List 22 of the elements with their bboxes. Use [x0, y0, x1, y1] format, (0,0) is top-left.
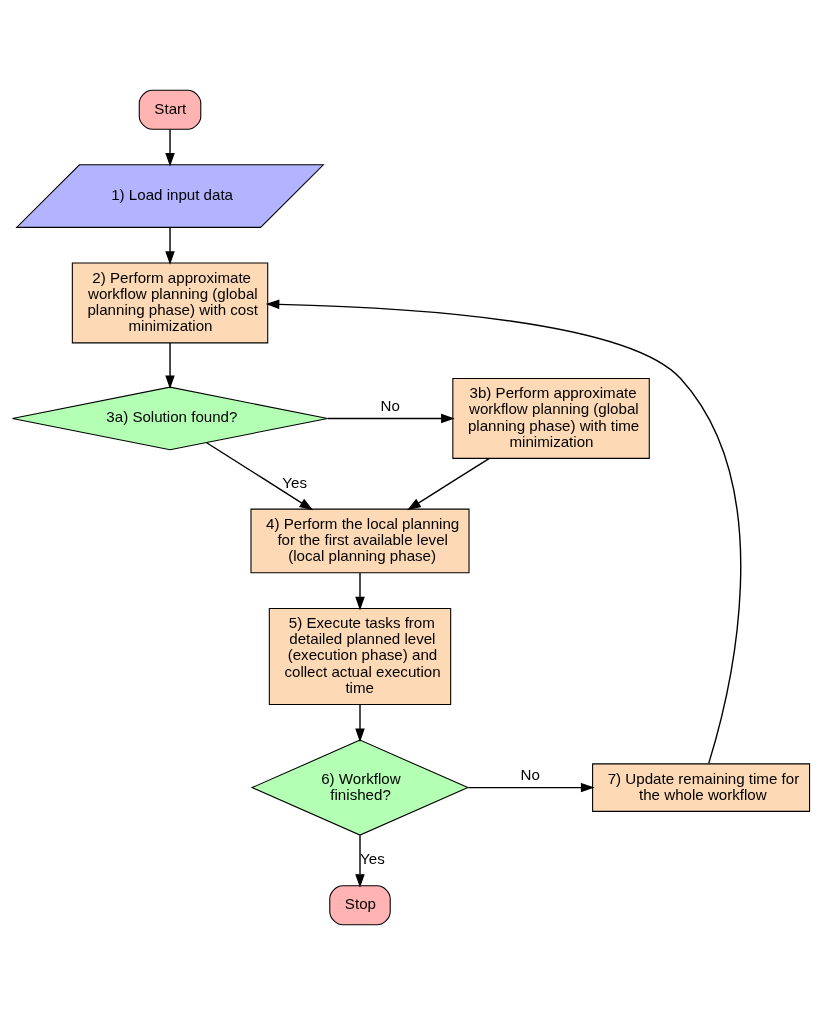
node-box: 2) Perform approximate workflow planning (global planning phase) with cost minimization: [71, 261, 269, 343]
node-box: 4) Perform the local planning for the first available level (local planning phase): [250, 508, 470, 573]
arrow: [205, 441, 314, 510]
node-diamond: 3a) Solution found?: [11, 386, 329, 450]
node-box: 5) Execute tasks from detailed planned level (execution phase) and collect actual execution time: [268, 607, 452, 705]
arrow: [355, 571, 365, 610]
arrow: [355, 834, 365, 888]
arrow: [407, 457, 490, 510]
node-box: 7) Update remaining time for the whole workflow: [592, 762, 811, 812]
node-box: 3b) Perform approximate workflow planning (global planning phase) with time minimization: [452, 377, 650, 459]
edge-label: No: [380, 396, 400, 414]
arrow: [327, 413, 455, 423]
arrow: [355, 703, 365, 742]
arrow: [165, 226, 175, 265]
edge-label: Yes: [282, 473, 308, 491]
arrow: [165, 128, 175, 167]
arrow: [165, 341, 175, 389]
node-diamond: 6) Workflow finished?: [250, 739, 470, 836]
node-box: Start: [138, 89, 202, 130]
node-box: Stop: [329, 884, 391, 925]
arrow: [467, 782, 595, 792]
edge-label: No: [520, 765, 540, 783]
